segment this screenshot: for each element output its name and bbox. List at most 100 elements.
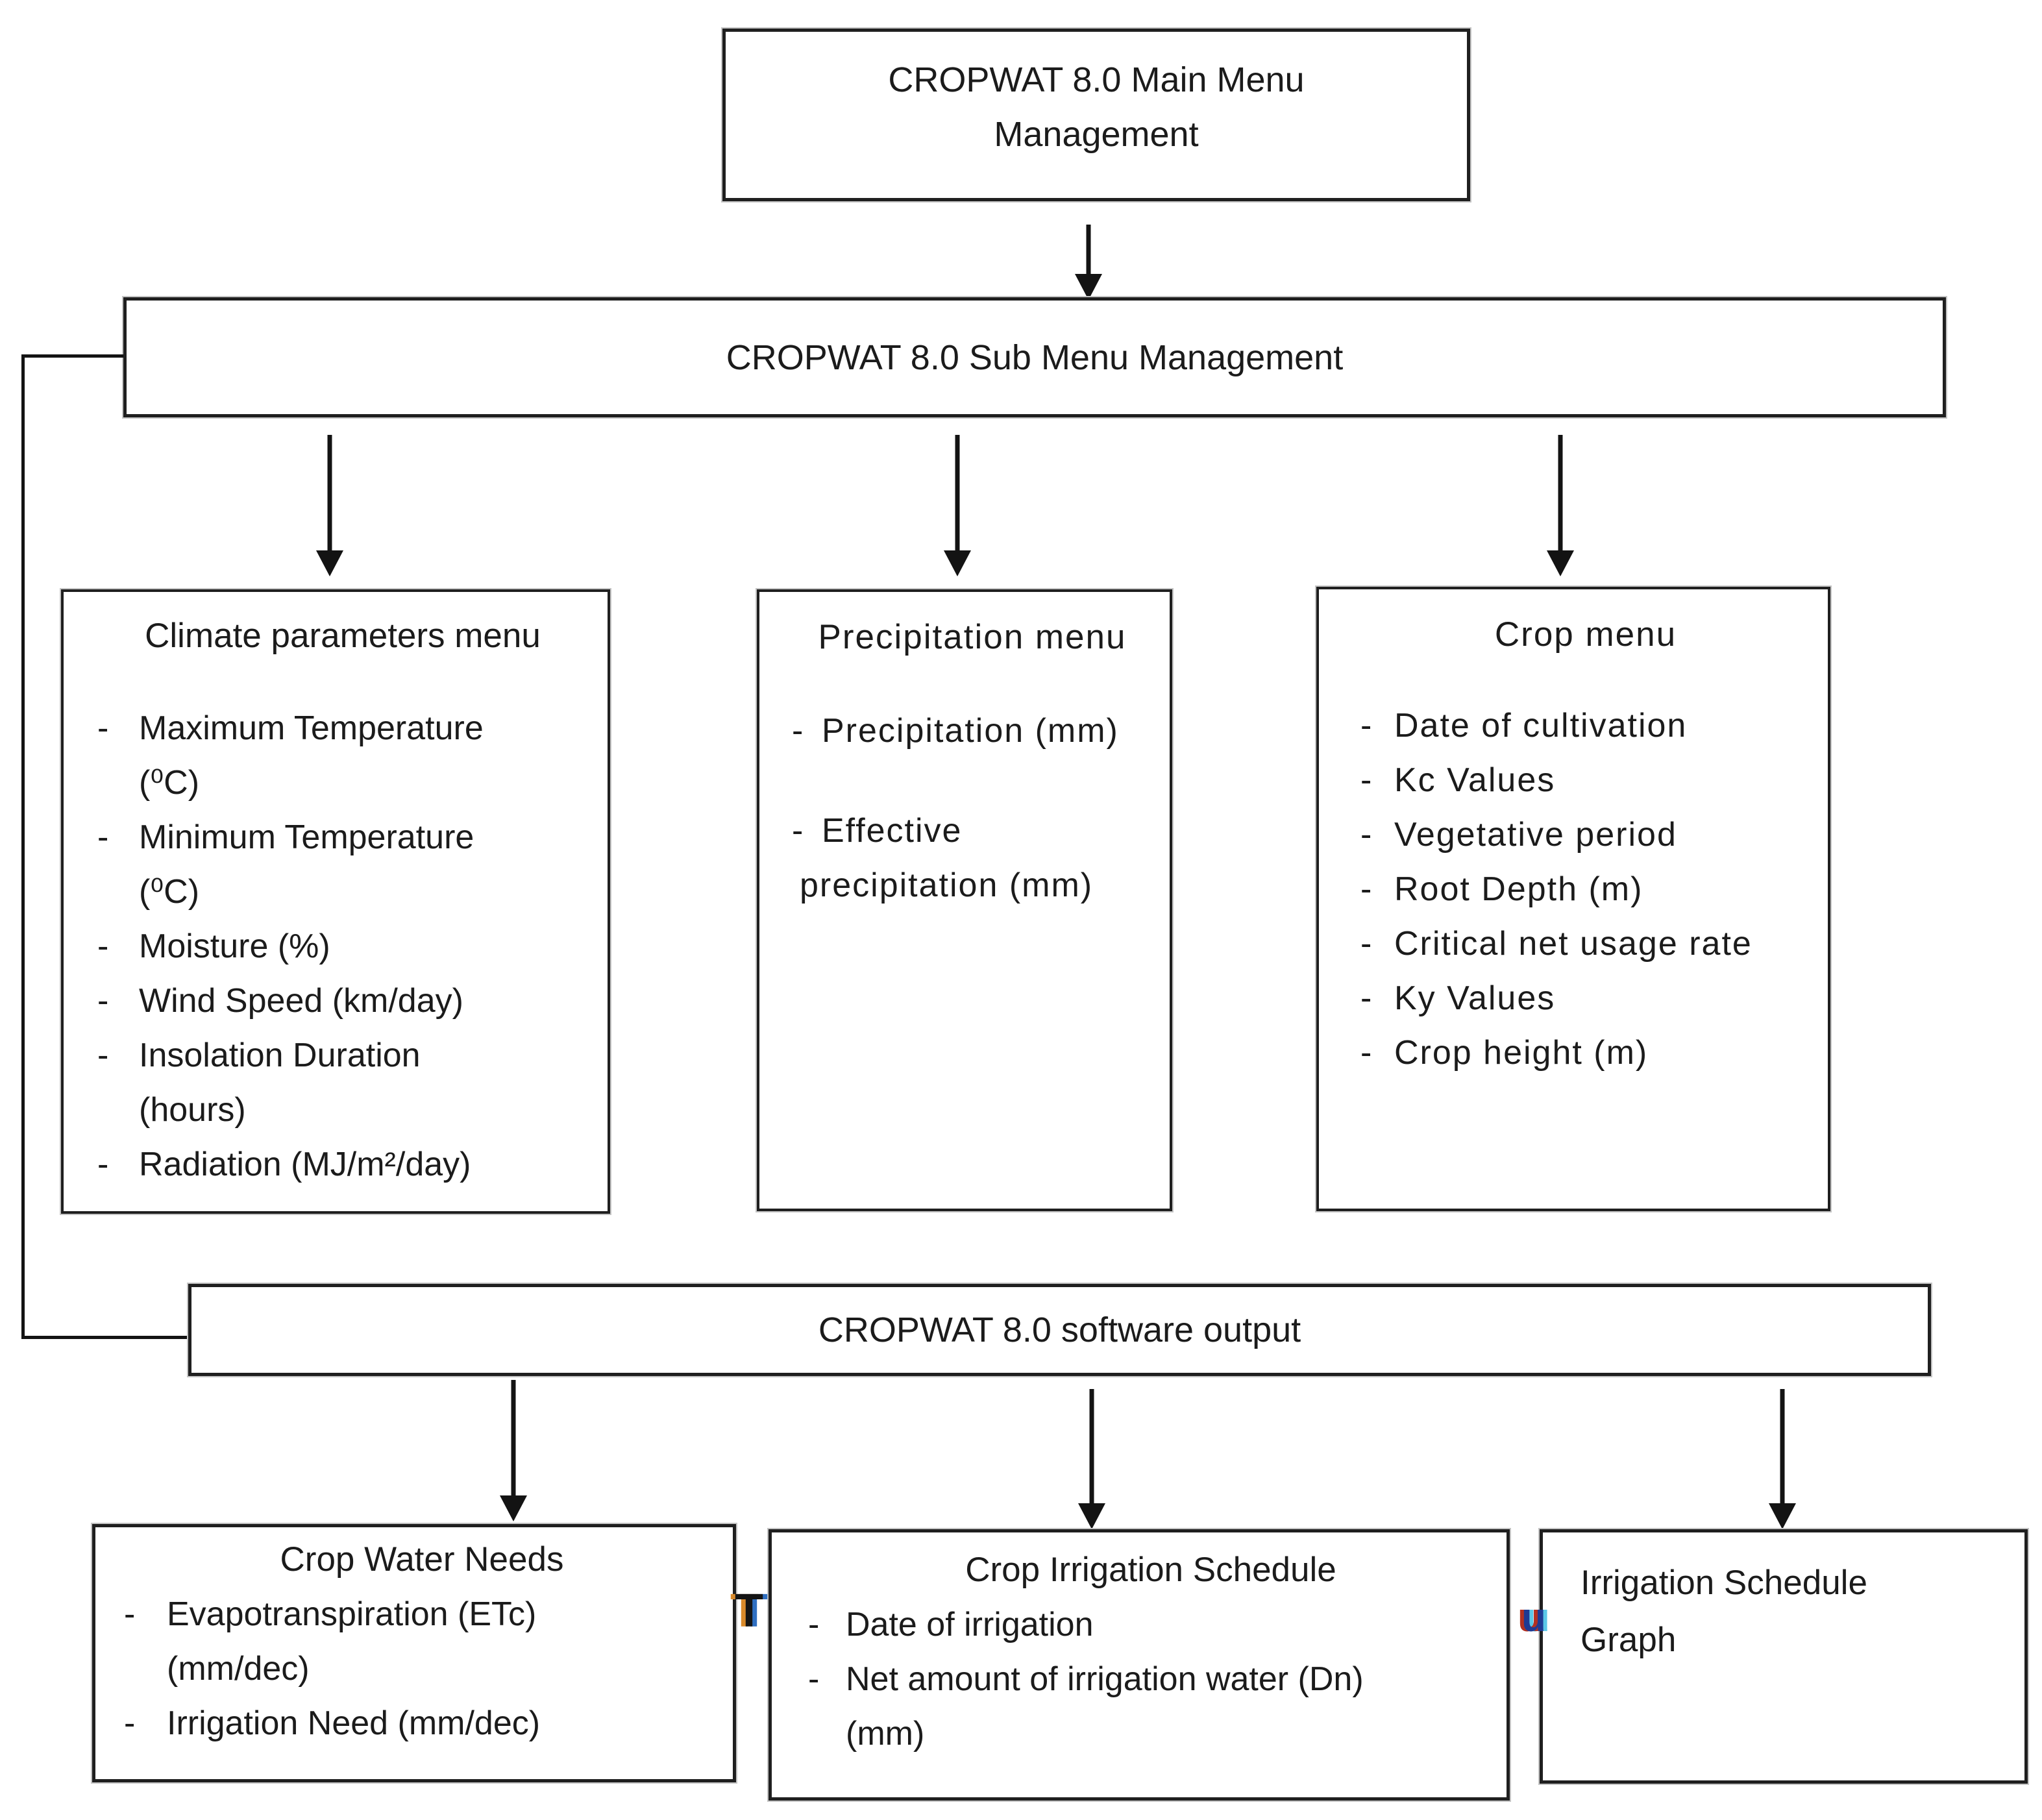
menu-item-line: Insolation Duration: [139, 1037, 421, 1074]
menu-item-line: (⁰C): [139, 764, 200, 802]
bullet-dash: -: [792, 812, 805, 850]
arrow-head-icon: [1078, 1503, 1105, 1529]
node-sub-menu: CROPWAT 8.0 Sub Menu Management: [123, 297, 1946, 417]
menu-item-line: Vegetative period: [1394, 816, 1677, 854]
menu-item: - Ky Values: [1360, 971, 1811, 1026]
stray-letter-t: T: [735, 1585, 763, 1637]
menu-item: - Irrigation Need (mm/dec): [124, 1696, 720, 1751]
node-main-menu: CROPWAT 8.0 Main Menu Management: [722, 29, 1470, 201]
menu-item-line: (⁰C): [139, 873, 200, 911]
menu-item-line: Minimum Temperature: [139, 818, 474, 856]
stray-letter-u: u: [1521, 1595, 1546, 1640]
node-schedule-graph-line2: Graph: [1581, 1621, 1677, 1659]
menu-item: - Net amount of irrigation water (Dn) (m…: [808, 1652, 1494, 1761]
arrow-output-to-water-needs: [498, 1380, 529, 1521]
menu-item-text: Crop height (m): [1394, 1026, 1811, 1080]
arrow-output-to-irrigation-schedule: [1076, 1389, 1107, 1529]
node-precipitation-menu: Precipitation menu - Precipitation (mm) …: [757, 589, 1172, 1211]
menu-item: - Date of irrigation: [808, 1597, 1494, 1652]
node-software-output-title: CROPWAT 8.0 software output: [818, 1310, 1301, 1349]
menu-item: - Root Depth (m): [1360, 862, 1811, 916]
menu-item-line: (mm): [846, 1715, 925, 1752]
node-irrigation-schedule-title: Crop Irrigation Schedule: [965, 1551, 1336, 1589]
menu-item: - Kc Values: [1360, 753, 1811, 807]
node-sub-menu-title: CROPWAT 8.0 Sub Menu Management: [726, 338, 1344, 377]
menu-item: - Evapotranspiration (ETc) (mm/dec): [124, 1587, 720, 1696]
menu-item-line: Root Depth (m): [1394, 870, 1643, 908]
node-precipitation-title: Precipitation menu: [818, 618, 1127, 656]
arrow-main-to-sub: [1073, 225, 1104, 300]
arrow-head-icon: [944, 550, 971, 576]
menu-item-line: Radiation (MJ/m²/day): [139, 1146, 471, 1183]
menu-item-text: Radiation (MJ/m²/day): [139, 1137, 588, 1192]
node-climate-title: Climate parameters menu: [145, 617, 541, 655]
arrow-stem: [511, 1380, 516, 1495]
menu-item-line: Irrigation Need (mm/dec): [167, 1704, 541, 1742]
menu-item-text: Net amount of irrigation water (Dn) (mm): [846, 1652, 1494, 1761]
menu-item-line: Critical net usage rate: [1394, 925, 1753, 963]
connector-horizontal-top: [21, 354, 123, 358]
menu-item-line: Net amount of irrigation water (Dn): [846, 1660, 1364, 1698]
menu-item-text: Precipitation (mm): [822, 704, 1153, 758]
menu-item: - Moisture (%): [97, 919, 588, 974]
menu-item-text: Critical net usage rate: [1394, 916, 1811, 971]
arrow-stem: [1089, 1389, 1094, 1503]
arrow-output-to-schedule-graph: [1767, 1389, 1798, 1529]
menu-item-line: Moisture (%): [139, 928, 330, 965]
node-crop-water-needs: Crop Water Needs - Evapotranspiration (E…: [92, 1524, 736, 1782]
bullet-dash: -: [97, 1146, 109, 1183]
bullet-dash: -: [97, 982, 109, 1020]
bullet-dash: -: [808, 1660, 820, 1698]
arrow-head-icon: [1547, 550, 1574, 576]
menu-item-line: (mm/dec): [167, 1650, 310, 1688]
menu-item: - Minimum Temperature (⁰C): [97, 810, 588, 919]
bullet-dash: -: [1360, 925, 1373, 963]
arrow-sub-to-climate: [314, 435, 345, 576]
bullet-dash: -: [124, 1704, 136, 1742]
arrow-head-icon: [500, 1495, 527, 1521]
connector-vertical: [21, 354, 25, 1339]
menu-item-line: Date of cultivation: [1394, 707, 1688, 744]
arrow-stem: [327, 435, 332, 550]
bullet-dash: -: [1360, 816, 1373, 854]
menu-item: - Effective: [792, 804, 1153, 858]
menu-item: - Wind Speed (km/day): [97, 974, 588, 1028]
node-schedule-graph-line1: Irrigation Schedule: [1581, 1564, 1867, 1602]
bullet-dash: -: [1360, 707, 1373, 744]
menu-item-text: Root Depth (m): [1394, 862, 1811, 916]
menu-item-text: Moisture (%): [139, 919, 588, 974]
bullet-dash: -: [792, 712, 805, 750]
menu-item-line: Crop height (m): [1394, 1034, 1649, 1072]
arrow-stem: [955, 435, 960, 550]
node-water-needs-title: Crop Water Needs: [280, 1540, 564, 1579]
menu-item-text: Ky Values: [1394, 971, 1811, 1026]
menu-item-line: Ky Values: [1394, 979, 1556, 1017]
menu-item-text: Kc Values: [1394, 753, 1811, 807]
bullet-dash: -: [97, 1037, 109, 1074]
menu-item: - Crop height (m): [1360, 1026, 1811, 1080]
menu-item-text: Date of cultivation: [1394, 698, 1811, 753]
menu-item-text: Irrigation Need (mm/dec): [167, 1696, 720, 1751]
menu-item-text: Wind Speed (km/day): [139, 974, 588, 1028]
bullet-dash: -: [1360, 1034, 1373, 1072]
bullet-dash: -: [1360, 870, 1373, 908]
arrow-stem: [1780, 1389, 1785, 1503]
menu-item: - Radiation (MJ/m²/day): [97, 1137, 588, 1192]
menu-item-line: Wind Speed (km/day): [139, 982, 463, 1020]
menu-item: - Precipitation (mm): [792, 704, 1153, 758]
node-crop-title: Crop menu: [1494, 615, 1677, 654]
menu-item-line: (hours): [139, 1091, 246, 1129]
menu-item-wrap-line: precipitation (mm): [800, 867, 1094, 904]
menu-item-text: Maximum Temperature (⁰C): [139, 701, 588, 810]
menu-item: - Vegetative period: [1360, 807, 1811, 862]
bullet-dash: -: [124, 1595, 136, 1633]
menu-item-text: Evapotranspiration (ETc) (mm/dec): [167, 1587, 720, 1696]
arrow-stem: [1086, 225, 1091, 274]
arrow-head-icon: [1075, 274, 1102, 300]
arrow-stem: [1558, 435, 1563, 550]
node-irrigation-schedule-graph: Irrigation Schedule Graph: [1540, 1529, 2028, 1784]
menu-item-text: Insolation Duration (hours): [139, 1028, 588, 1137]
arrow-sub-to-precipitation: [942, 435, 973, 576]
node-crop-irrigation-schedule: Crop Irrigation Schedule - Date of irrig…: [769, 1529, 1510, 1801]
menu-item-line: Effective: [822, 812, 963, 850]
